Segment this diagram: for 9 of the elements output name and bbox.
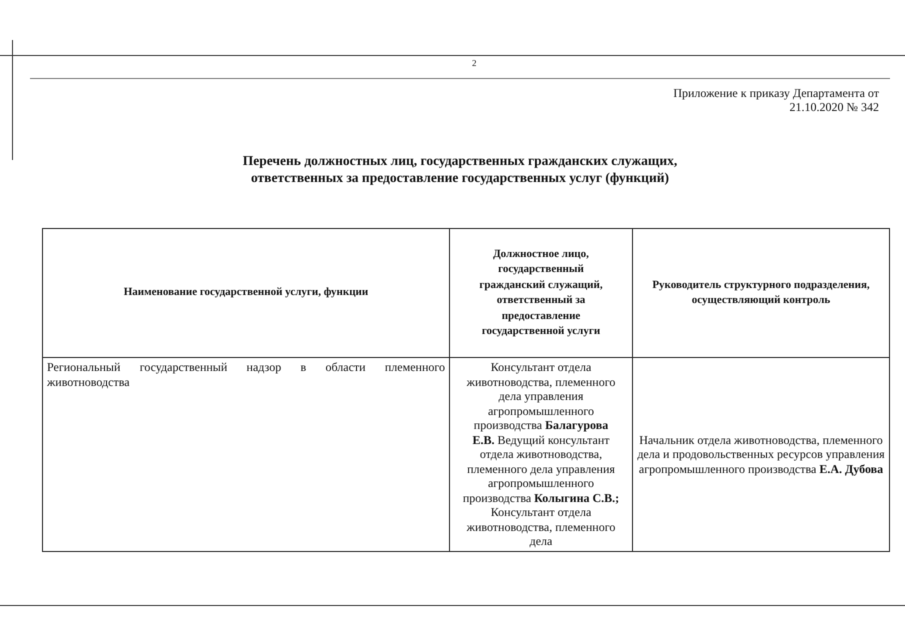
document-title: Перечень должностных лиц, государственных гражданских служащих, ответственных за предоставление государственных услуг (функций) — [242, 152, 678, 186]
table-header-cell: Наименование государственной услуги, функции — [42, 228, 450, 358]
page-number: 2 — [472, 58, 476, 68]
table-header-cell: Должностное лицо, государственный гражданский служащий, ответственный за предоставление государственной услуги — [450, 228, 632, 358]
appendix-note: Приложение к приказу Департамента от 21.10.2020 № 342 — [672, 86, 879, 114]
table-cell: Консультант отдела животноводства, племенного дела управления агропромышленного производства Балагурова Е.В. Ведущий консультант отдела животноводства, племенного дела управления агропромышленного производства Колыгина С.В.; Консультант отдела животноводства, племенного дела — [450, 358, 632, 551]
table-header-cell: Руководитель структурного подразделения, осуществляющий контроль — [632, 228, 890, 358]
table-cell: Начальник отдела животноводства, племенного дела и продовольственных ресурсов управления агропромышленного производства Е.А. Дубова — [632, 358, 890, 551]
table-cell: Региональный государственный надзор в области племенного животноводства — [42, 358, 450, 551]
